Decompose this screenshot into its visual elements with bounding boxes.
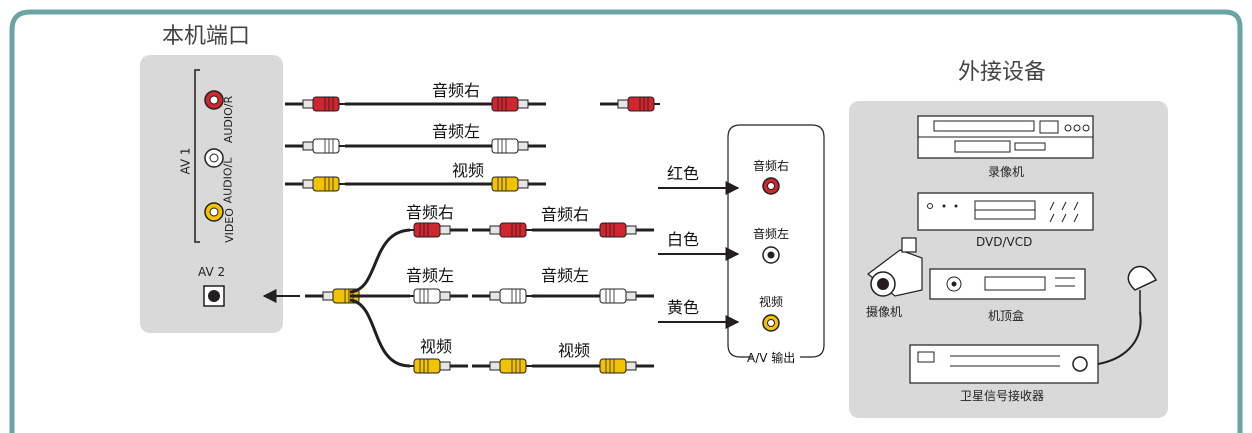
outer-frame xyxy=(9,9,1243,433)
color-label-yellow: 黄色 xyxy=(667,298,700,317)
satellite-receiver-icon xyxy=(909,344,1099,384)
cable-label-video-1: 视频 xyxy=(452,161,485,180)
local-ports-panel xyxy=(140,55,283,333)
external-devices-title: 外接设备 xyxy=(958,60,1047,85)
video-jack-icon xyxy=(204,202,224,222)
cable-label-video-3: 视频 xyxy=(558,341,591,360)
local-ports-title: 本机端口 xyxy=(162,24,251,49)
out-video-label: 视频 xyxy=(759,295,784,309)
out-audio-right-label: 音频右 xyxy=(753,159,790,173)
av-output-bracket xyxy=(727,124,825,358)
dvd-player-icon xyxy=(917,192,1094,231)
device-camcorder-label: 摄像机 xyxy=(866,305,903,319)
out-audio-l-jack-icon xyxy=(762,246,780,264)
av-output-caption: A/V 输出 xyxy=(747,351,796,365)
cable-label-audio-right-3: 音频右 xyxy=(541,205,590,224)
device-settop-label: 机顶盒 xyxy=(988,309,1025,323)
device-satellite-label: 卫星信号接收器 xyxy=(960,389,1045,403)
av2-label: AV 2 xyxy=(198,265,226,279)
set-top-box-icon xyxy=(929,268,1086,300)
color-label-red: 红色 xyxy=(667,164,700,183)
cable-label-audio-right-1: 音频右 xyxy=(432,81,481,100)
vcr-icon xyxy=(917,115,1094,159)
out-audio-r-jack-icon xyxy=(762,177,780,195)
device-vcr-label: 录像机 xyxy=(988,165,1025,179)
out-video-jack-icon xyxy=(762,314,780,332)
cable-audio-right-top xyxy=(600,96,660,112)
audio-l-jack-icon xyxy=(204,148,224,168)
av2-jack-icon xyxy=(203,285,225,307)
av1-bracket xyxy=(194,69,200,243)
video-label: VIDEO xyxy=(222,208,236,243)
audio-r-jack-icon xyxy=(204,90,224,110)
external-devices-panel xyxy=(849,101,1168,418)
device-dvd-label: DVD/VCD xyxy=(976,235,1033,249)
cable-label-video-2: 视频 xyxy=(420,337,453,356)
audio-r-label: AUDIO/R xyxy=(222,95,236,144)
splitter-cable xyxy=(262,222,468,374)
cable-label-audio-left-2: 音频左 xyxy=(406,266,455,285)
audio-l-label: AUDIO/L xyxy=(221,157,235,204)
cable-label-audio-left-1: 音频左 xyxy=(432,122,481,141)
color-label-white: 白色 xyxy=(667,230,700,249)
av1-label: AV 1 xyxy=(178,147,193,175)
satellite-dish-icon xyxy=(1097,265,1158,365)
out-audio-left-label: 音频左 xyxy=(753,227,790,241)
camcorder-icon xyxy=(867,237,923,297)
cable-label-audio-left-3: 音频左 xyxy=(541,266,590,285)
cable-label-audio-right-2: 音频右 xyxy=(406,203,455,222)
